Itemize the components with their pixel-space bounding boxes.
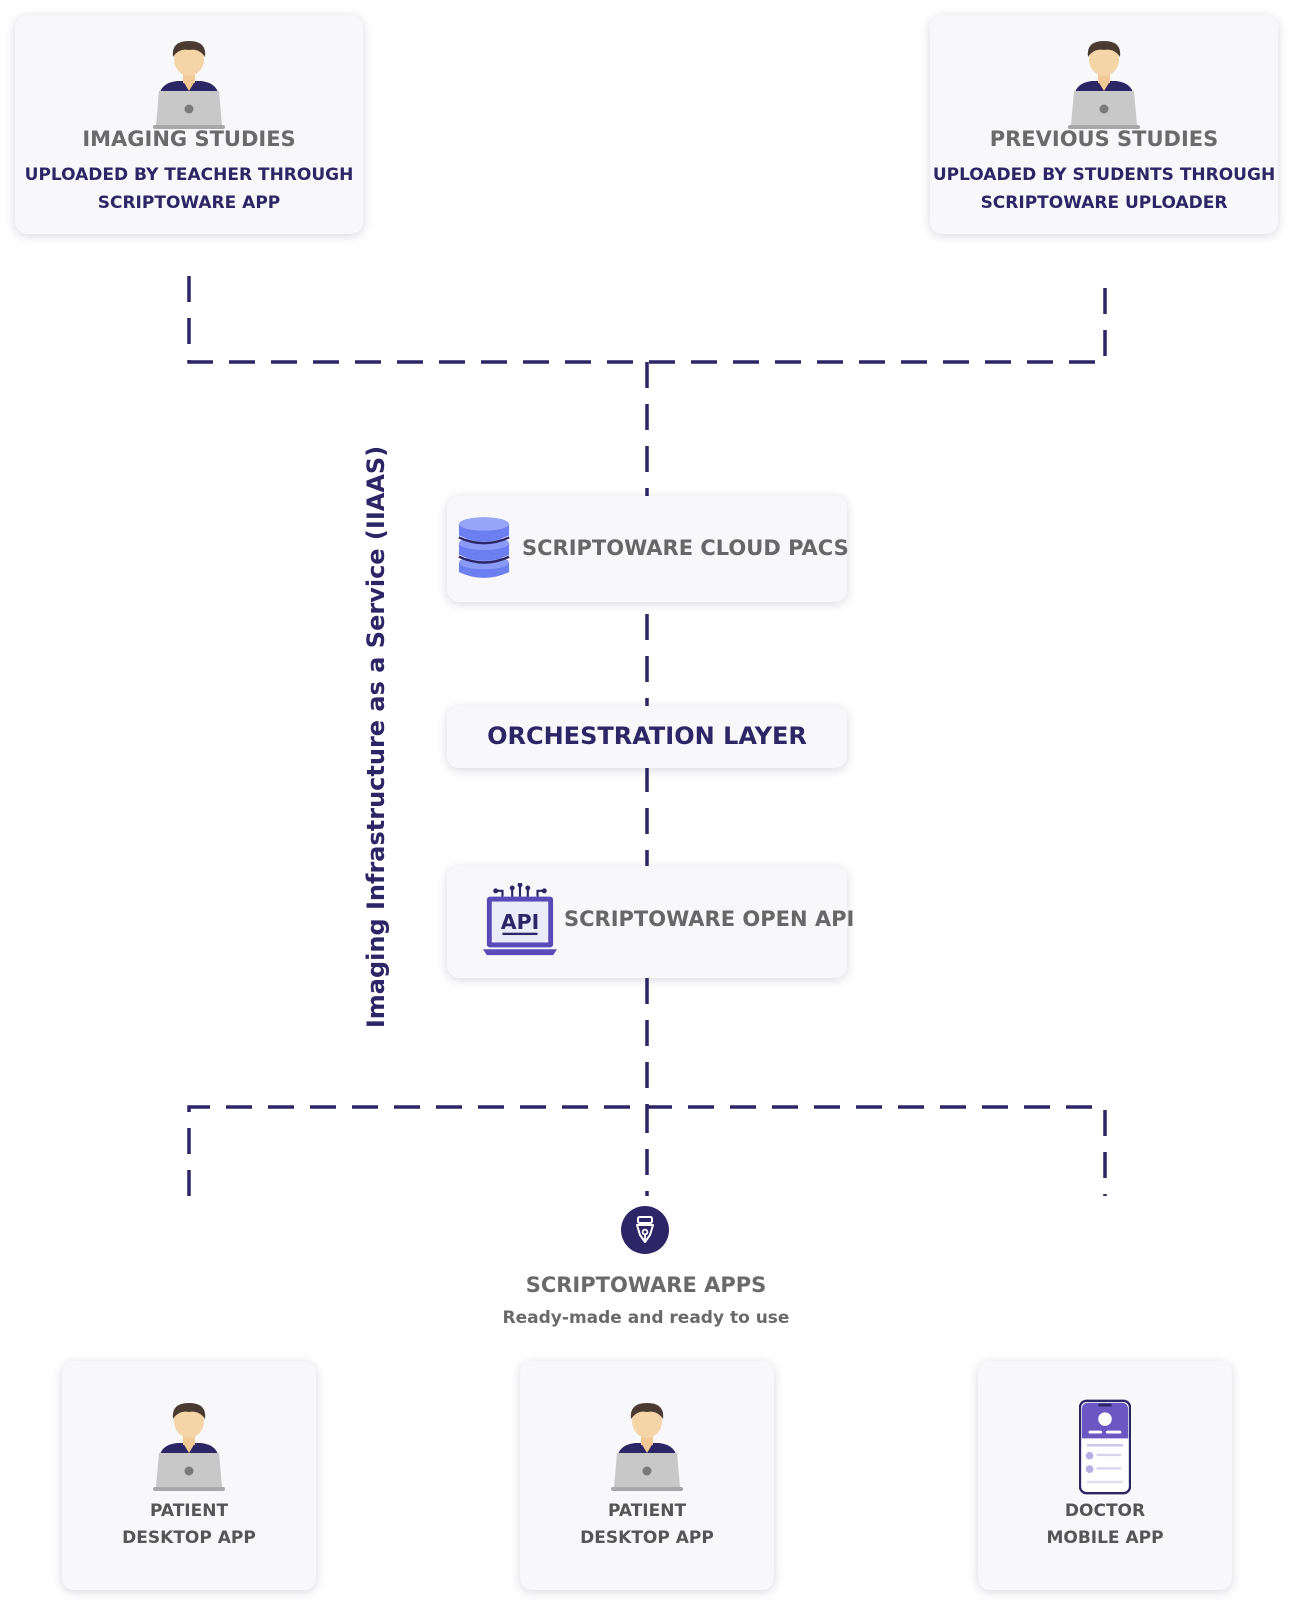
app-2-line1: PATIENT	[607, 1501, 687, 1521]
cloud-pacs-card: SCRIPTOWARE CLOUD PACS	[447, 496, 849, 602]
imaging-studies-title: IMAGING STUDIES	[82, 127, 296, 151]
app-3-line2: MOBILE APP	[1046, 1528, 1164, 1548]
patient-desktop-app-card-2: PATIENT DESKTOP APP	[520, 1361, 774, 1590]
orchestration-layer-card: ORCHESTRATION LAYER	[447, 706, 847, 768]
mobile-phone-icon	[1079, 1399, 1131, 1495]
app-1-line1: PATIENT	[149, 1501, 229, 1521]
patient-desktop-app-card-1: PATIENT DESKTOP APP	[62, 1361, 316, 1590]
patient-desktop-app-1-label: PATIENT DESKTOP APP	[62, 1498, 316, 1552]
previous-studies-subtitle-line2: SCRIPTOWARE UPLOADER	[980, 193, 1228, 213]
top-bracket-connector	[187, 276, 1107, 364]
svg-text:API: API	[501, 910, 539, 934]
apps-title: SCRIPTOWARE APPS	[525, 1273, 767, 1297]
person-laptop-icon	[153, 1403, 225, 1491]
app-2-line2: DESKTOP APP	[580, 1528, 714, 1548]
orchestration-layer-label: ORCHESTRATION LAYER	[487, 722, 807, 750]
doctor-mobile-app-label: DOCTOR MOBILE APP	[978, 1498, 1232, 1552]
iiaas-vertical-label: Imaging Infrastructure as a Service (IIA…	[362, 445, 390, 1029]
previous-studies-card: PREVIOUS STUDIES UPLOADED BY STUDENTS TH…	[930, 15, 1278, 234]
open-api-card: API SCRIPTOWARE OPEN API	[447, 866, 854, 978]
previous-studies-subtitle: UPLOADED BY STUDENTS THROUGH SCRIPTOWARE…	[930, 161, 1278, 217]
imaging-studies-card: IMAGING STUDIES UPLOADED BY TEACHER THRO…	[15, 15, 363, 234]
person-laptop-icon	[611, 1403, 683, 1491]
previous-studies-title: PREVIOUS STUDIES	[989, 127, 1219, 151]
open-api-label: SCRIPTOWARE OPEN API	[564, 907, 855, 931]
patient-desktop-app-2-label: PATIENT DESKTOP APP	[520, 1498, 774, 1552]
cloud-pacs-label: SCRIPTOWARE CLOUD PACS	[522, 536, 849, 560]
database-icon	[458, 517, 510, 578]
person-laptop-icon	[1068, 41, 1140, 129]
app-3-line1: DOCTOR	[1064, 1501, 1146, 1521]
imaging-studies-subtitle-line1: UPLOADED BY TEACHER THROUGH	[24, 165, 354, 185]
imaging-studies-subtitle: UPLOADED BY TEACHER THROUGH SCRIPTOWARE …	[15, 161, 363, 217]
api-laptop-icon: API	[483, 883, 557, 956]
app-1-line2: DESKTOP APP	[122, 1528, 256, 1548]
imaging-studies-subtitle-line2: SCRIPTOWARE APP	[97, 193, 281, 213]
doctor-mobile-app-card: DOCTOR MOBILE APP	[978, 1361, 1232, 1590]
apps-subtitle: Ready-made and ready to use	[502, 1308, 790, 1328]
pen-nib-icon	[636, 1216, 654, 1243]
person-laptop-icon	[153, 41, 225, 129]
previous-studies-subtitle-line1: UPLOADED BY STUDENTS THROUGH	[932, 165, 1276, 185]
apps-badge	[621, 1206, 669, 1254]
